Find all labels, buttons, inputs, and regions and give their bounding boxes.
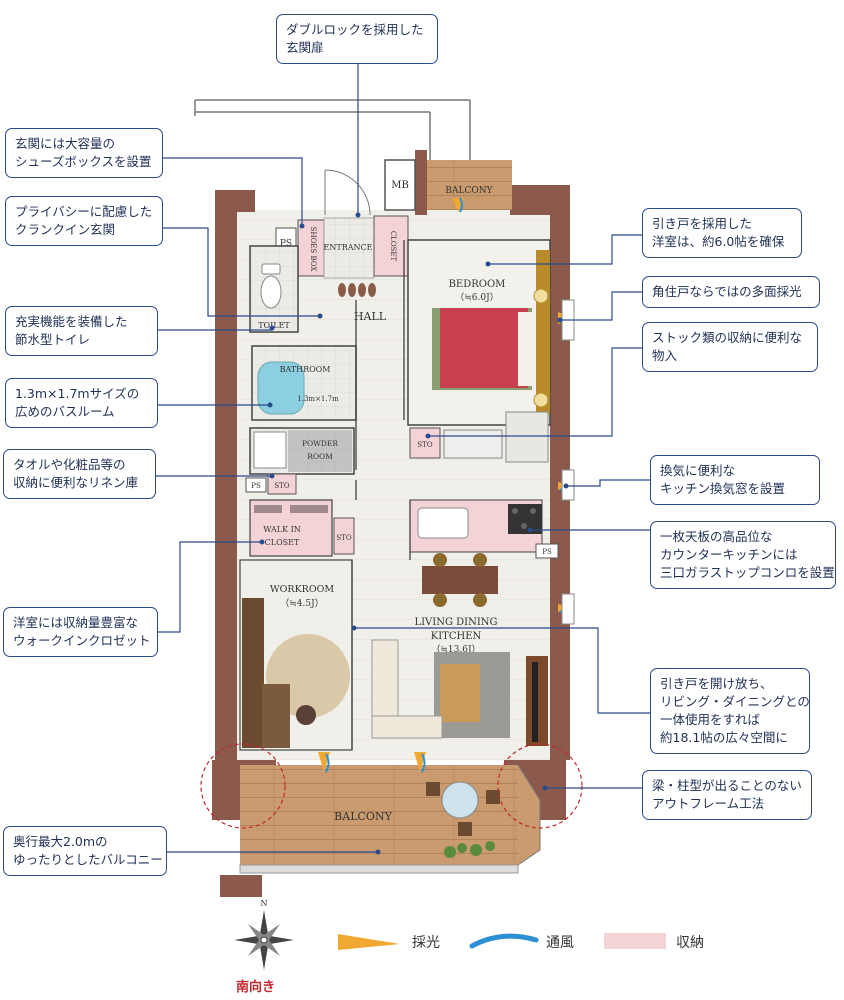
ldk-label-2: KITCHEN xyxy=(431,631,482,642)
bedroom-size: （≒6.0J） xyxy=(455,292,498,303)
sto-bed-label: STO xyxy=(417,441,432,449)
ps2-label: PS xyxy=(251,482,261,490)
closet-small-label: CLOSET xyxy=(389,231,397,262)
balcony-main-label: BALCONY xyxy=(334,810,392,823)
ldk-size: （≒13.6J） xyxy=(431,644,480,655)
ps3-label: PS xyxy=(542,548,552,556)
callout-outframe: 梁・柱型が出ることのないアウトフレーム工法 xyxy=(642,770,812,820)
light-legend-icon xyxy=(338,934,400,950)
shoes-box xyxy=(297,219,325,277)
workroom-size: （≒4.5J） xyxy=(280,598,323,609)
callout-open-door: 引き戸を開け放ち、リビング・ダイニングとの一体使用をすれば約18.1帖の広々空間… xyxy=(650,668,810,754)
sto-hall-label: STO xyxy=(336,534,351,542)
legend-wind-label: 通風 xyxy=(546,935,574,951)
sink xyxy=(417,507,469,539)
closet-small xyxy=(373,215,409,277)
outframe-circle-right xyxy=(497,743,583,829)
outframe-circle-left xyxy=(200,743,286,829)
callout-balcony-depth: 奥行最大2.0mのゆったりとしたバルコニー xyxy=(3,826,167,876)
callout-sliding-door: 引き戸を採用した洋室は、約6.0帖を確保 xyxy=(642,208,802,258)
callout-counter: 一枚天板の高品位なカウンターキッチンには三口ガラストップコンロを設置 xyxy=(650,521,836,589)
callout-shoebox: 玄関には大容量のシューズボックスを設置 xyxy=(5,128,163,178)
bathroom-label: BATHROOM xyxy=(280,365,331,374)
balcony-table xyxy=(441,781,479,819)
hall-label: HALL xyxy=(354,310,387,323)
powder-label-2: ROOM xyxy=(307,452,333,461)
storage-legend-swatch xyxy=(604,933,666,949)
mb-label: MB xyxy=(391,180,409,191)
walk-in-label-2: CLOSET xyxy=(265,538,300,547)
shoes-box-label: SHOES BOX xyxy=(309,227,317,272)
legend-light-label: 採光 xyxy=(412,935,440,951)
legend-storage-label: 収納 xyxy=(676,935,704,951)
compass-north-label: N xyxy=(261,899,268,908)
south-facing-label: 南向き xyxy=(236,980,276,995)
bed xyxy=(440,308,528,388)
callout-bath: 1.3m×1.7mサイズの広めのバスルーム xyxy=(5,378,158,428)
powder-label: POWDER xyxy=(302,439,338,448)
callout-toilet: 充実機能を装備した節水型トイレ xyxy=(5,306,158,356)
ldk-label: LIVING DINING xyxy=(414,617,497,628)
toilet-label: TOILET xyxy=(258,321,290,330)
callout-corner: 角住戸ならではの多面採光 xyxy=(642,276,820,308)
callout-wic: 洋室には収納量豊富なウォークインクロゼット xyxy=(3,607,158,657)
compass-rose xyxy=(234,910,294,970)
callout-crank-in: プライバシーに配慮したクランクイン玄関 xyxy=(5,196,163,246)
ps1-label: PS xyxy=(280,239,292,249)
callout-stock: ストック類の収納に便利な物入 xyxy=(642,322,818,372)
callout-vent-window: 換気に便利なキッチン換気窓を設置 xyxy=(650,455,820,505)
balcony-small-label: BALCONY xyxy=(445,186,493,196)
entrance-label: ENTRANCE xyxy=(324,243,373,252)
bedroom-label: BEDROOM xyxy=(449,279,506,290)
bath-size-label: 1.3m×1.7m xyxy=(297,395,339,403)
callout-linen: タオルや化粧品等の収納に便利なリネン庫 xyxy=(3,449,156,499)
balcony-small xyxy=(427,160,512,210)
callout-double-lock: ダブルロックを採用した玄関扉 xyxy=(276,14,438,64)
dining-table xyxy=(422,566,498,594)
sto-linen-label: STO xyxy=(274,482,289,490)
workroom-label: WORKROOM xyxy=(270,584,335,595)
bathtub xyxy=(257,361,305,415)
walk-in-label: WALK IN xyxy=(263,525,301,534)
wind-legend-icon xyxy=(469,933,539,949)
